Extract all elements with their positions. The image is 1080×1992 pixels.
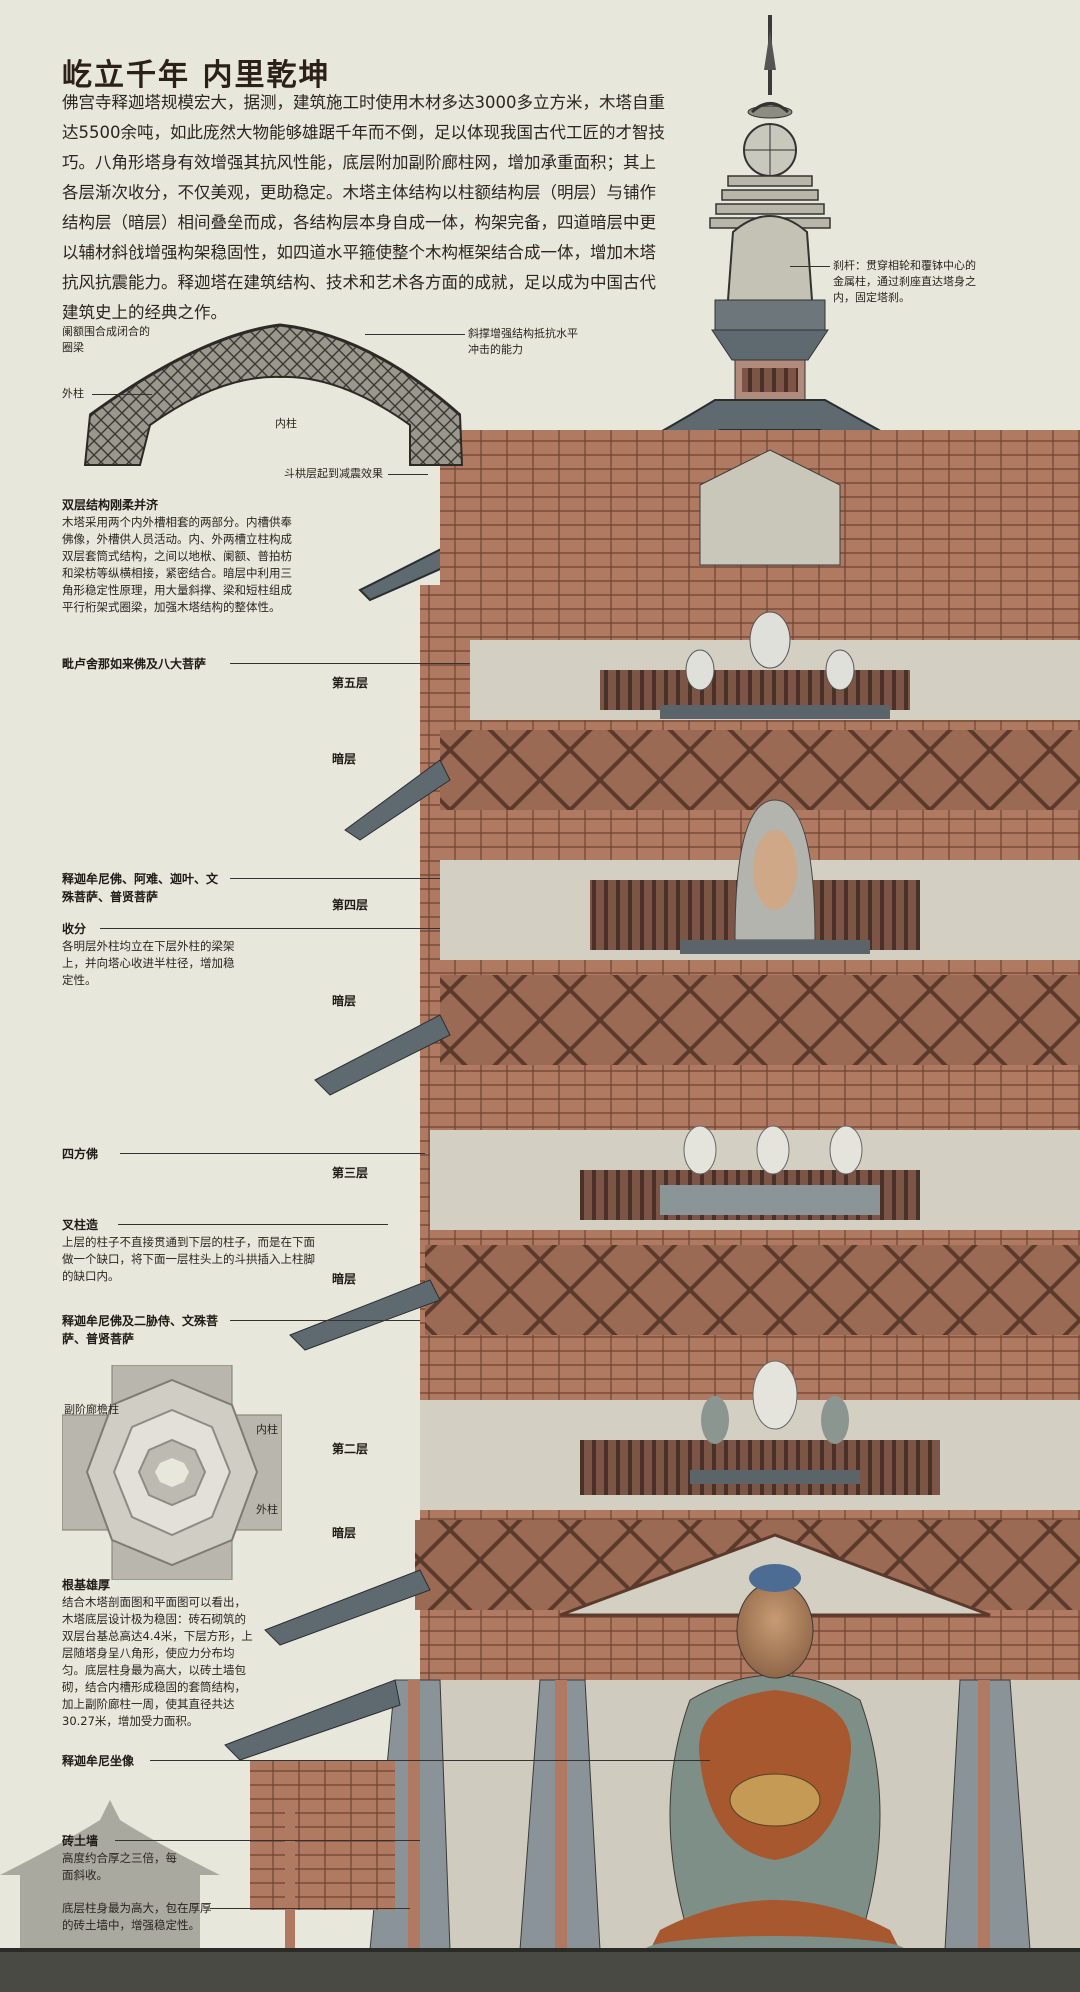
seated-buddha: [645, 1564, 905, 1964]
double-layer-heading: 双层结构刚柔并济: [62, 498, 159, 512]
leader-line: [388, 474, 428, 475]
floor-label-dark-5: 暗层: [332, 752, 357, 766]
annotation-foundation-body: 结合木塔剖面图和平面图可以看出，木塔底层设计极为稳固：砖石砌筑的双层台基总高达4…: [62, 1595, 253, 1728]
annotation-four-buddhas: 四方佛: [62, 1147, 99, 1161]
annotation-wall-heading: 砖土墙: [62, 1834, 99, 1848]
page-title: 屹立千年 内里乾坤: [62, 58, 331, 93]
plan-label-fujie: 副阶廊檐柱: [64, 1403, 119, 1416]
annotation-taper-body: 各明层外柱均立在下层外柱的梁架上，并向塔心收进半柱径，增加稳定性。: [62, 939, 235, 987]
leader-line: [230, 1320, 420, 1321]
leader-line: [230, 878, 440, 879]
annotation-shakyamuni-4: 释迦牟尼佛、阿难、迦叶、文殊菩萨、普贤菩萨: [62, 872, 219, 904]
floor-label-dark-2: 暗层: [332, 1526, 357, 1540]
leader-line: [120, 1153, 425, 1154]
annotation-shakyamuni-2: 释迦牟尼佛及二胁侍、文殊菩萨、普贤菩萨: [62, 1314, 219, 1346]
floor-plan-diagram: [62, 1365, 282, 1580]
annotation-foundation-heading: 根基雄厚: [62, 1578, 111, 1592]
floor-label-dark-4: 暗层: [332, 994, 357, 1008]
annotation-seated-buddha: 释迦牟尼坐像: [62, 1754, 135, 1768]
leader-line: [790, 266, 830, 267]
annotation-vairocana: 毗卢舍那如来佛及八大菩萨: [62, 657, 207, 671]
plan-label-inner: 内柱: [256, 1423, 278, 1436]
label-outer-column: 外柱: [62, 387, 84, 400]
spire-note: 刹杆：贯穿相轮和覆钵中心的金属柱，通过刹座直达塔身之内，固定塔刹。: [833, 259, 976, 304]
leader-line: [92, 394, 152, 395]
plan-label-outer: 外柱: [256, 1503, 278, 1516]
floor-label-4: 第四层: [332, 898, 369, 912]
leader-line: [230, 663, 470, 664]
floor-label-5: 第五层: [332, 676, 369, 690]
label-bracket-layer: 斗栱层起到减震效果: [284, 467, 383, 480]
floor-label-2: 第二层: [332, 1442, 369, 1456]
leader-line: [118, 1224, 388, 1225]
annotation-wall-body: 高度约合厚之三倍，每面斜收。: [62, 1851, 177, 1882]
leader-line: [365, 334, 465, 335]
floor-label-3: 第三层: [332, 1166, 369, 1180]
annotation-base-column: 底层柱身最为高大，包在厚厚的砖土墙中，增强稳定性。: [62, 1901, 212, 1932]
intro-paragraph: 佛宫寺释迦塔规模宏大，据测，建筑施工时使用木材多达3000多立方米，木塔自重达5…: [62, 93, 665, 322]
label-ring-beam: 阑额围合成闭合的圈梁: [62, 325, 150, 354]
spire: [709, 15, 831, 401]
annotation-taper-heading: 收分: [62, 922, 87, 936]
ring-beam-frame-diagram: [83, 323, 464, 466]
leader-line: [115, 1840, 420, 1841]
label-brace: 斜撑增强结构抵抗水平冲击的能力: [468, 327, 578, 356]
leader-line: [100, 928, 440, 929]
floor-label-dark-3: 暗层: [332, 1272, 357, 1286]
leader-line: [150, 1760, 710, 1761]
label-inner-column: 内柱: [275, 417, 297, 430]
annotation-chazhuzao-body: 上层的柱子不直接贯通到下层的柱子，而是在下面做一个缺口，将下面一层柱头上的斗拱插…: [62, 1235, 315, 1283]
annotation-chazhuzao-heading: 叉柱造: [62, 1218, 99, 1232]
leader-line: [210, 1908, 410, 1909]
double-layer-body: 木塔采用两个内外槽相套的两部分。内槽供奉佛像，外槽供人员活动。内、外两槽立柱构成…: [62, 515, 292, 614]
